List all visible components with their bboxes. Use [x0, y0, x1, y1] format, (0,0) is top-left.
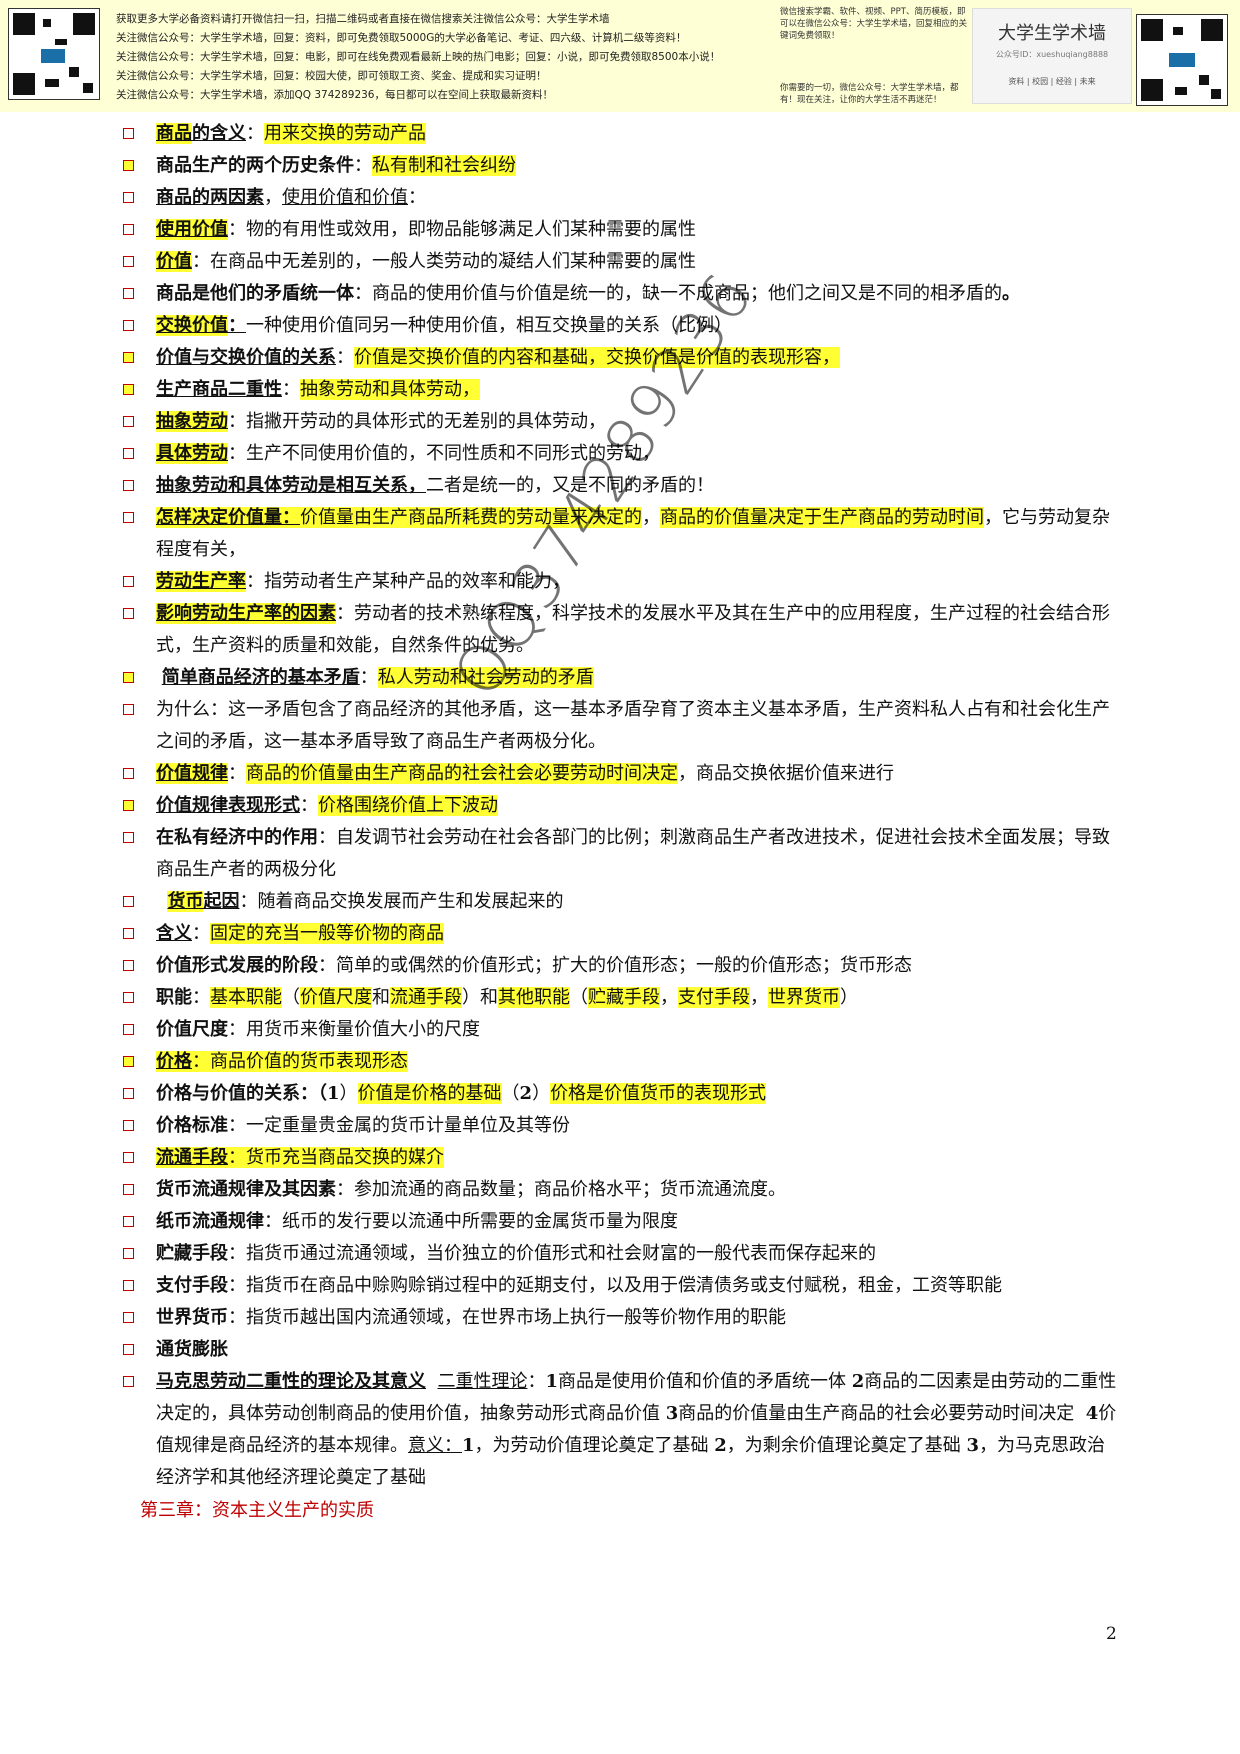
chapter-heading: 第三章：资本主义生产的实质: [140, 1500, 374, 1521]
banner-line: 关注微信公众号：大学生学术墙，添加QQ 374289236，每日都可以在空间上获…: [116, 89, 553, 101]
list-item: 货币起因：随着商品交换发展而产生和发展起来的: [120, 886, 1120, 918]
checkbox-bullet-icon: [123, 128, 134, 139]
checkbox-bullet-icon: [123, 896, 134, 907]
checkbox-bullet-icon: [123, 1152, 134, 1163]
list-item: 怎样决定价值量：价值量由生产商品所耗费的劳动量来决定的，商品的价值量决定于生产商…: [120, 502, 1120, 566]
list-item: 世界货币：指货币越出国内流通领域，在世界市场上执行一般等价物作用的职能: [120, 1302, 1120, 1334]
checkbox-bullet-icon: [123, 576, 134, 587]
checkbox-bullet-icon: [123, 1024, 134, 1035]
list-item: 具体劳动：生产不同使用价值的，不同性质和不同形式的劳动，: [120, 438, 1120, 470]
banner-line: 关注微信公众号：大学生学术墙，回复：校园大使，即可领取工资、奖金、提成和实习证明…: [116, 70, 547, 82]
checkbox-bullet-icon: [123, 352, 134, 363]
list-item: 含义：固定的充当一般等价物的商品: [120, 918, 1120, 950]
list-item: 劳动生产率：指劳动者生产某种产品的效率和能力，: [120, 566, 1120, 598]
list-item: 抽象劳动和具体劳动是相互关系，二者是统一的，又是不同的矛盾的！: [120, 470, 1120, 502]
banner-text: 获取更多大学必备资料请打开微信扫一扫，扫描二维码或者直接在微信搜索关注微信公众号…: [116, 10, 766, 105]
banner-side-text-bottom: 你需要的一切，微信公众号：大学生学术墙，都有！现在关注，让你的大学生活不再迷茫！: [780, 83, 959, 105]
list-item: 在私有经济中的作用：自发调节社会劳动在社会各部门的比例；刺激商品生产者改进技术，…: [120, 822, 1120, 886]
checkbox-bullet-icon: [123, 1312, 134, 1323]
list-item: 价格与价值的关系：（1）价值是价格的基础（2）价格是价值货币的表现形式: [120, 1078, 1120, 1110]
list-item: 商品的两因素，使用价值和价值：: [120, 182, 1120, 214]
checkbox-bullet-icon: [123, 1088, 134, 1099]
checkbox-bullet-icon: [123, 320, 134, 331]
checkbox-bullet-icon: [123, 1376, 134, 1387]
list-item: 生产商品二重性：抽象劳动和具体劳动，: [120, 374, 1120, 406]
checkbox-bullet-icon: [123, 832, 134, 843]
checkbox-bullet-icon: [123, 512, 134, 523]
list-item: 价值与交换价值的关系：价值是交换价值的内容和基础，交换价值是价值的表现形容，: [120, 342, 1120, 374]
list-item: 马克思劳动二重性的理论及其意义 二重性理论：1商品是使用价值和价值的矛盾统一体 …: [120, 1366, 1120, 1494]
banner-line: 获取更多大学必备资料请打开微信扫一扫，扫描二维码或者直接在微信搜索关注微信公众号…: [116, 13, 610, 25]
checkbox-bullet-icon: [123, 1248, 134, 1259]
checkbox-bullet-icon: [123, 1280, 134, 1291]
list-item: 价值规律：商品的价值量由生产商品的社会社会必要劳动时间决定，商品交换依据价值来进…: [120, 758, 1120, 790]
qr-code-left: [8, 8, 100, 100]
checkbox-bullet-icon: [123, 800, 134, 811]
checkbox-bullet-icon: [123, 192, 134, 203]
checkbox-bullet-icon: [123, 256, 134, 267]
list-item: 贮藏手段：指货币通过流通领域，当价独立的价值形式和社会财富的一般代表而保存起来的: [120, 1238, 1120, 1270]
promo-banner: 获取更多大学必备资料请打开微信扫一扫，扫描二维码或者直接在微信搜索关注微信公众号…: [0, 0, 1240, 112]
brand-id: 公众号ID：xueshuqiang8888: [995, 50, 1109, 59]
checkbox-bullet-icon: [123, 160, 134, 171]
checkbox-bullet-icon: [123, 992, 134, 1003]
list-item: 价值：在商品中无差别的，一般人类劳动的凝结人们某种需要的属性: [120, 246, 1120, 278]
checkbox-bullet-icon: [123, 704, 134, 715]
list-item: 为什么：这一矛盾包含了商品经济的其他矛盾，这一基本矛盾孕育了资本主义基本矛盾，生…: [120, 694, 1120, 758]
checkbox-bullet-icon: [123, 1344, 134, 1355]
checkbox-bullet-icon: [123, 960, 134, 971]
checkbox-bullet-icon: [123, 1184, 134, 1195]
banner-line: 关注微信公众号：大学生学术墙，回复：电影，即可在线免费观看最新上映的热门电影；回…: [116, 51, 721, 63]
brand-card: 大学生学术墙 公众号ID：xueshuqiang8888 资料 | 校园 | 经…: [972, 8, 1132, 104]
list-item: 商品生产的两个历史条件：私有制和社会纠纷: [120, 150, 1120, 182]
checkbox-bullet-icon: [123, 768, 134, 779]
list-item: 商品的含义：用来交换的劳动产品: [120, 118, 1120, 150]
list-item: 职能：基本职能（价值尺度和流通手段）和其他职能（贮藏手段，支付手段，世界货币）: [120, 982, 1120, 1014]
list-item: 抽象劳动：指撇开劳动的具体形式的无差别的具体劳动，: [120, 406, 1120, 438]
list-item: 价格：商品价值的货币表现形态: [120, 1046, 1120, 1078]
brand-nav: 资料 | 校园 | 经验 | 未来: [1008, 77, 1096, 86]
list-item: 商品是他们的矛盾统一体：商品的使用价值与价值是统一的，缺一不成商品；他们之间又是…: [120, 278, 1120, 310]
list-item: 纸币流通规律：纸币的发行要以流通中所需要的金属货币量为限度: [120, 1206, 1120, 1238]
list-item: 支付手段：指货币在商品中赊购赊销过程中的延期支付，以及用于偿清债务或支付赋税，租…: [120, 1270, 1120, 1302]
list-item: 通货膨胀: [120, 1334, 1120, 1366]
checkbox-bullet-icon: [123, 672, 134, 683]
list-item: 流通手段：货币充当商品交换的媒介: [120, 1142, 1120, 1174]
list-item: 货币流通规律及其因素：参加流通的商品数量；商品价格水平；货币流通流度。: [120, 1174, 1120, 1206]
checkbox-bullet-icon: [123, 288, 134, 299]
checkbox-bullet-icon: [123, 1216, 134, 1227]
list-item: 价值尺度：用货币来衡量价值大小的尺度: [120, 1014, 1120, 1046]
checkbox-bullet-icon: [123, 608, 134, 619]
list-item: 使用价值：物的有用性或效用，即物品能够满足人们某种需要的属性: [120, 214, 1120, 246]
checkbox-bullet-icon: [123, 928, 134, 939]
checkbox-bullet-icon: [123, 1056, 134, 1067]
checkbox-bullet-icon: [123, 416, 134, 427]
notes-list: 商品的含义：用来交换的劳动产品 商品生产的两个历史条件：私有制和社会纠纷 商品的…: [120, 118, 1120, 1526]
checkbox-bullet-icon: [123, 224, 134, 235]
checkbox-bullet-icon: [123, 384, 134, 395]
list-item: 交换价值：一种使用价值同另一种使用价值，相互交换量的关系（比例）: [120, 310, 1120, 342]
qr-code-right: [1136, 14, 1228, 106]
checkbox-bullet-icon: [123, 480, 134, 491]
list-item: 价值形式发展的阶段：简单的或偶然的价值形式；扩大的价值形态；一般的价值形态；货币…: [120, 950, 1120, 982]
page-number: 2: [1106, 1624, 1117, 1644]
list-item: 价值规律表现形式：价格围绕价值上下波动: [120, 790, 1120, 822]
list-item: 简单商品经济的基本矛盾：私人劳动和社会劳动的矛盾: [120, 662, 1120, 694]
banner-side-text: 微信搜索学霸、软件、视频、PPT、简历模板，即可以在微信公众号：大学生学术墙，回…: [780, 7, 968, 41]
banner-line: 关注微信公众号：大学生学术墙，回复：资料，即可免费领取5000G的大学必备笔记、…: [116, 32, 687, 44]
checkbox-bullet-icon: [123, 1120, 134, 1131]
brand-name: 大学生学术墙: [998, 23, 1106, 44]
list-item: 价格标准：一定重量贵金属的货币计量单位及其等份: [120, 1110, 1120, 1142]
checkbox-bullet-icon: [123, 448, 134, 459]
list-item: 影响劳动生产率的因素：劳动者的技术熟练程度，科学技术的发展水平及其在生产中的应用…: [120, 598, 1120, 662]
